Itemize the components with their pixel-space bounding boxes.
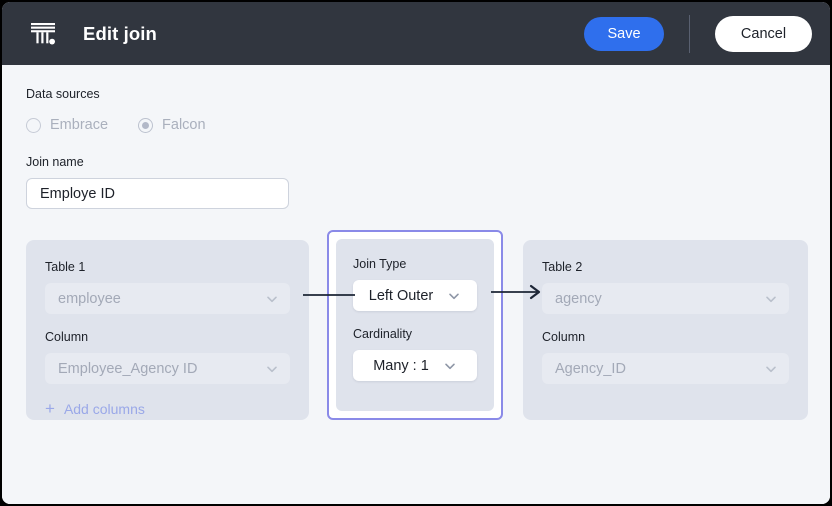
dialog-body: Data sources Embrace Falcon Join name Ta…: [2, 65, 830, 504]
join-name-label: Join name: [26, 155, 84, 169]
save-button[interactable]: Save: [584, 16, 664, 51]
table1-select[interactable]: employee: [45, 283, 290, 314]
cardinality-select-value: Many : 1: [373, 357, 429, 374]
join-config-inner: Join Type Left Outer Cardinality Many : …: [336, 239, 494, 411]
plus-icon: +: [45, 399, 55, 418]
join-name-input[interactable]: [26, 178, 289, 209]
radio-label-falcon: Falcon: [162, 117, 206, 133]
chevron-down-icon: [764, 292, 778, 306]
data-sources-radio-group: Embrace Falcon: [26, 117, 806, 133]
table2-card: Table 2 agency Column Agency_ID: [523, 240, 808, 420]
join-type-select-value: Left Outer: [368, 287, 434, 304]
join-cards-row: Table 1 employee Column Employee_Agency …: [26, 230, 808, 420]
join-config-card: Join Type Left Outer Cardinality Many : …: [327, 230, 503, 420]
table2-label: Table 2: [542, 260, 583, 274]
chevron-down-icon: [764, 362, 778, 376]
table1-column-select[interactable]: Employee_Agency ID: [45, 353, 290, 384]
radio-circle-embrace-icon: [26, 117, 41, 133]
cancel-button[interactable]: Cancel: [715, 15, 812, 52]
header-divider: [689, 14, 690, 53]
chevron-down-icon: [447, 289, 461, 303]
radio-dot-falcon-icon: [142, 121, 150, 129]
table1-column-label: Column: [45, 330, 89, 344]
table2-column-select[interactable]: Agency_ID: [542, 353, 789, 384]
temporal-logo-icon: [26, 17, 60, 51]
radio-circle-falcon-icon: [138, 117, 154, 133]
cardinality-select[interactable]: Many : 1: [353, 350, 477, 381]
add-columns-button[interactable]: + Add columns: [45, 400, 290, 417]
chevron-down-icon: [265, 292, 279, 306]
table2-column-label: Column: [542, 330, 586, 344]
table2-select[interactable]: agency: [542, 283, 789, 314]
page-title: Edit join: [83, 22, 157, 44]
radio-option-embrace[interactable]: Embrace: [26, 117, 108, 133]
chevron-down-icon: [265, 362, 279, 376]
data-sources-label: Data sources: [26, 87, 100, 101]
radio-label-embrace: Embrace: [50, 117, 109, 133]
table2-column-select-value: Agency_ID: [555, 360, 626, 377]
cardinality-label: Cardinality: [353, 327, 413, 341]
add-columns-label: Add columns: [63, 400, 145, 417]
app-header: Edit join Save Cancel: [2, 2, 830, 65]
table1-card: Table 1 employee Column Employee_Agency …: [26, 240, 309, 420]
table1-select-value: employee: [58, 290, 121, 307]
table1-label: Table 1: [45, 260, 86, 274]
table2-select-value: agency: [555, 290, 602, 307]
join-type-label: Join Type: [353, 257, 407, 271]
join-type-select[interactable]: Left Outer: [353, 280, 477, 311]
chevron-down-icon: [443, 359, 457, 373]
table1-column-select-value: Employee_Agency ID: [58, 360, 198, 377]
radio-option-falcon[interactable]: Falcon: [138, 117, 206, 133]
